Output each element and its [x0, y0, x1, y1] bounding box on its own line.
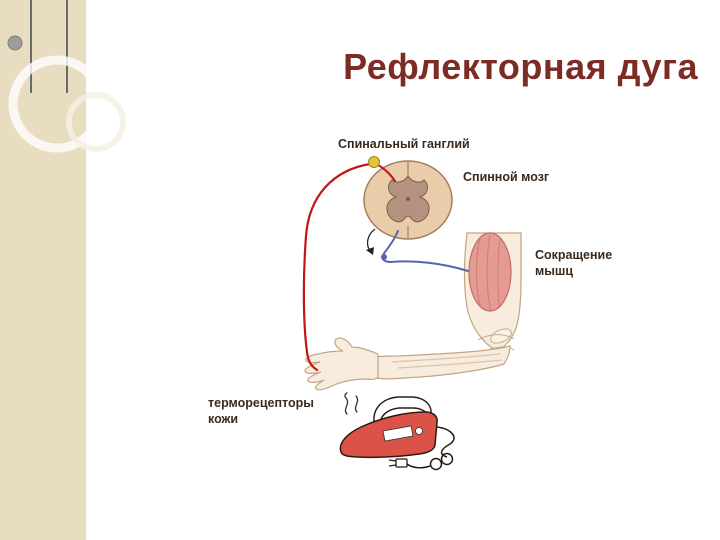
iron-drawing	[339, 396, 455, 471]
spinal-ganglion-dot	[368, 156, 380, 168]
iron-dial	[415, 427, 423, 435]
decorative-dot	[7, 35, 23, 51]
skin-thermoreceptors-label: терморецепторы кожи	[208, 396, 314, 426]
elbow-bone	[490, 328, 512, 344]
slide-title: Рефлекторная дуга	[343, 46, 698, 87]
hand	[304, 337, 379, 391]
sidebar-decoration	[7, 0, 126, 153]
decorative-ring-small	[66, 92, 126, 152]
arm-drawing	[304, 232, 522, 391]
iron-plug	[395, 458, 408, 468]
biceps-muscle	[468, 232, 512, 312]
forearm	[375, 345, 511, 380]
muscle-contraction-label: Сокращение мышц	[535, 248, 613, 278]
heat-squiggles	[344, 392, 359, 415]
iron-panel	[382, 425, 414, 442]
iron-cord	[388, 426, 455, 471]
direction-arrow	[366, 228, 376, 255]
decorative-ring-large	[8, 55, 106, 153]
spinal-cord-drawing	[363, 160, 453, 240]
spinal-ganglion-label: Спинальный ганглий	[338, 137, 470, 151]
sensory-neuron-path	[302, 162, 396, 372]
spinal-cord-label: Спинной мозг	[463, 170, 550, 184]
motor-neuron-path	[381, 230, 469, 272]
